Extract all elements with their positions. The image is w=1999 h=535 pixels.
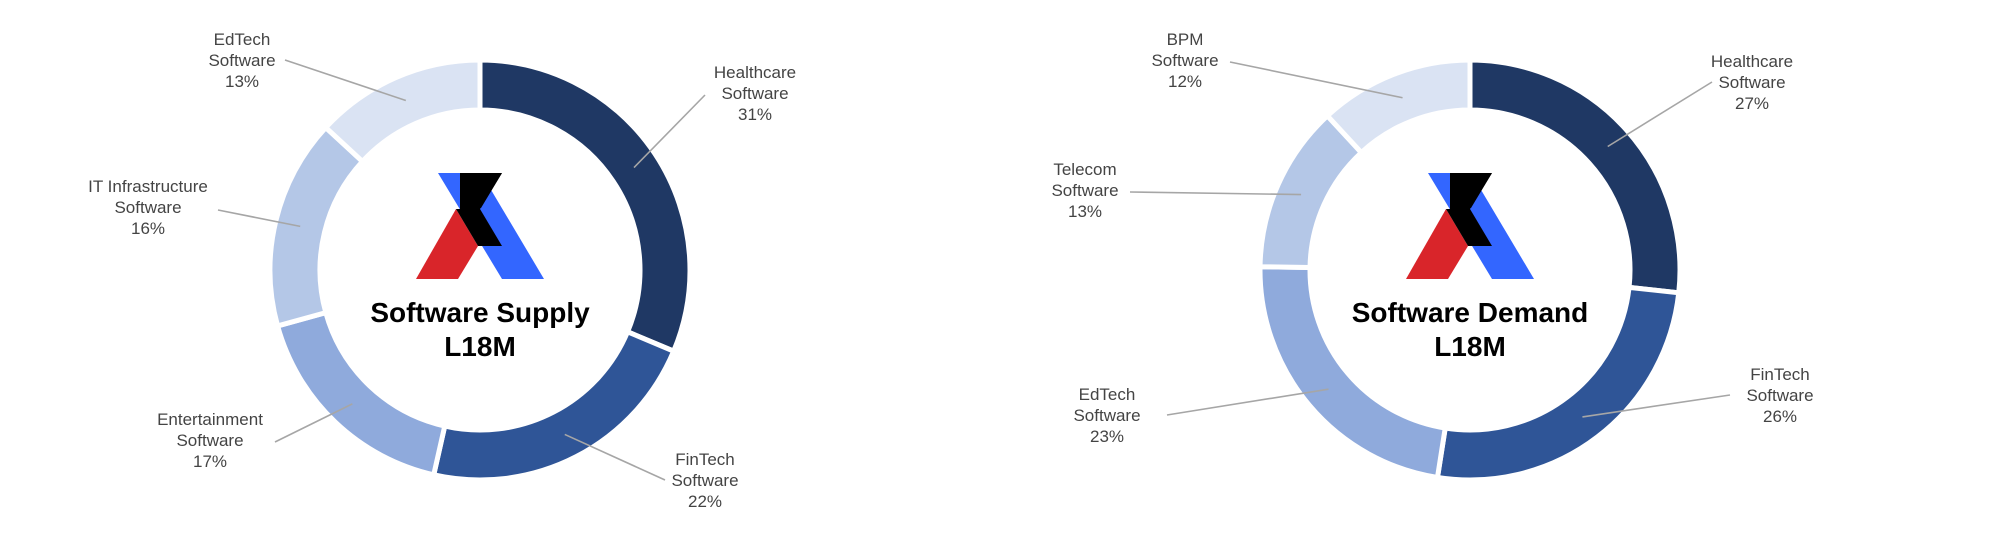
demand-label-line: Software: [1073, 406, 1140, 425]
supply-label-line: IT Infrastructure: [88, 177, 208, 196]
logo-black-band: [456, 209, 502, 246]
demand-value-edtech: 23%: [1090, 427, 1124, 446]
supply-leader-line-healthcare: [633, 94, 706, 169]
supply-label-line: Software: [721, 84, 788, 103]
supply-slice-entertainment: [274, 309, 448, 478]
supply-label-line: Software: [671, 471, 738, 490]
logo-red-triangle: [1406, 209, 1468, 279]
demand-leader-line-bpm: [1229, 61, 1403, 99]
supply-value-it-infrastructure: 16%: [131, 219, 165, 238]
demand-label-bpm: BPM Software 12%: [1151, 30, 1218, 91]
demand-label-line: Software: [1746, 386, 1813, 405]
demand-value-bpm: 12%: [1168, 72, 1202, 91]
supply-company-logo: [416, 173, 544, 279]
supply-label-line: Software: [208, 51, 275, 70]
demand-value-healthcare: 27%: [1735, 94, 1769, 113]
demand-slice-bpm: [1323, 57, 1473, 157]
demand-label-line: FinTech: [1750, 365, 1810, 384]
logo-black-diamond-half: [460, 173, 502, 209]
supply-value-healthcare: 31%: [738, 105, 772, 124]
supply-center-title-line: Software Supply: [370, 297, 590, 328]
demand-leader-line-edtech: [1166, 388, 1329, 416]
supply-slice-edtech: [322, 57, 483, 165]
demand-leader-line-fintech: [1582, 394, 1731, 418]
supply-label-line: Software: [176, 431, 243, 450]
demand-label-line: Software: [1718, 73, 1785, 92]
demand-center-title-line: L18M: [1434, 331, 1506, 362]
supply-leader-line-edtech: [284, 59, 407, 102]
supply-value-entertainment: 17%: [193, 452, 227, 471]
demand-center-title-line: Software Demand: [1352, 297, 1589, 328]
supply-leader-line-entertainment: [274, 403, 353, 443]
demand-leader-line-telecom: [1129, 191, 1302, 196]
logo-red-triangle: [416, 209, 478, 279]
demand-label-line: EdTech: [1079, 385, 1136, 404]
supply-value-fintech: 22%: [688, 492, 722, 511]
supply-label-line: Healthcare: [714, 63, 796, 82]
supply-center-title-line: L18M: [444, 331, 516, 362]
demand-company-logo: [1406, 173, 1534, 279]
demand-value-telecom: 13%: [1068, 202, 1102, 221]
demand-label-line: Software: [1051, 181, 1118, 200]
demand-leader-line-healthcare: [1607, 81, 1713, 148]
demand-label-line: Healthcare: [1711, 52, 1793, 71]
supply-label-line: Software: [114, 198, 181, 217]
supply-leader-line-fintech: [564, 433, 666, 481]
demand-value-fintech: 26%: [1763, 407, 1797, 426]
demand-label-line: Telecom: [1053, 160, 1116, 179]
supply-label-line: FinTech: [675, 450, 735, 469]
supply-value-edtech: 13%: [225, 72, 259, 91]
supply-label-line: Entertainment: [157, 410, 263, 429]
supply-slice-it-infrastructure: [267, 123, 366, 330]
logo-black-band: [1446, 209, 1492, 246]
demand-label-line: BPM: [1167, 30, 1204, 49]
supply-slice-healthcare: [477, 57, 693, 355]
logo-black-diamond-half: [1450, 173, 1492, 209]
supply-leader-line-it-infrastructure: [217, 209, 301, 228]
demand-label-line: Software: [1151, 51, 1218, 70]
supply-label-line: EdTech: [214, 30, 271, 49]
